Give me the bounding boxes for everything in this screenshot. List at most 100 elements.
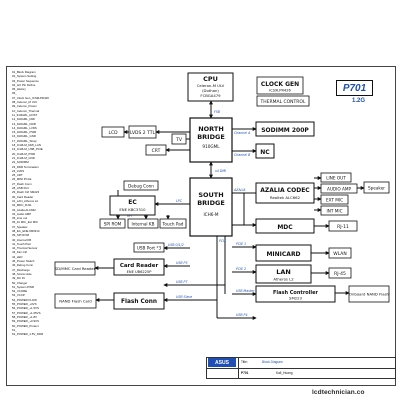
card-reader-block [113, 258, 165, 276]
lcd-label: LCD [108, 130, 118, 136]
bus-label-channel-b: Channel B [234, 153, 250, 157]
onboard-nand-label: Onboard NAND Flash [349, 292, 390, 297]
lcd-block [101, 126, 125, 138]
toc-entry: 53_VCCP [12, 293, 25, 298]
touch-pad-label: Touch Pad [162, 222, 184, 227]
touch-pad-block [159, 218, 187, 229]
toc-entry: 37_Speaker [12, 224, 28, 229]
toc-entry: 25_CRT [12, 173, 23, 178]
toc-entry: 35_Line out [12, 216, 28, 221]
toc-entry: 46_Debug Conn [12, 263, 34, 268]
cpu-sub3: FCBGA479 [200, 93, 221, 98]
toc-entry: 01_Block Diagram [12, 70, 36, 74]
ext-mic-label: EXT MIC [326, 198, 343, 203]
version-label: 1.2G [352, 98, 366, 104]
bus-label-fsb: FSB [214, 110, 220, 114]
toc-entry: 43_Fan Ctrl [12, 250, 28, 255]
flash-conn-label: Flash Conn [121, 299, 157, 305]
north-bridge-block [189, 117, 233, 163]
audio-amp-label: AUDIO AMP [327, 187, 351, 192]
bus-label-dmi: x4 DMI [214, 169, 226, 173]
toc-entry: 54_POWER FLOW [12, 297, 37, 302]
toc-entry: 30_Card Reader [12, 194, 34, 199]
thermal-control-title: THERMAL CONTROL [260, 99, 306, 105]
watermark: lcdtechnician.co [312, 389, 365, 396]
engineer-name: Kall_Huang [276, 371, 293, 375]
debug-conn-label: Debug Conn [128, 184, 154, 189]
sodimm-block [255, 121, 315, 137]
toc-entry: 07_Clock Gen_ICS9LPR426 [12, 95, 49, 100]
minicard-label: MINICARD [266, 251, 300, 258]
lan-sub: Atheros L2 [273, 277, 294, 282]
line-out-label: LINE OUT [326, 176, 346, 181]
toc-entry: 55_POWER_+3VS [12, 302, 37, 307]
south-bridge-title2: BRIDGE [197, 199, 225, 207]
speaker-label: Speaker [368, 186, 385, 191]
flash-controller-title: Flash Controller [273, 290, 319, 296]
toc-entry: 41_Touch Pad [12, 241, 31, 246]
toc-entry: 48_Screw Hole [12, 271, 32, 276]
toc-entry: 31_LAN_Atheros L2 [12, 198, 39, 203]
rj11-block [328, 220, 358, 232]
bus-label-usb7: USB P7 [176, 280, 188, 284]
south-bridge-sub: ICH6-M [203, 212, 218, 217]
toc-entry: 59_POWER_+0.9VS [12, 319, 39, 324]
toc-entry: 51_System PWR [12, 284, 35, 289]
toc-entry: 44_LED [12, 254, 23, 259]
toc-entry: 21_ICH6-M_GND [12, 155, 35, 160]
toc-entry: 42_Thermal Sensor [12, 246, 38, 251]
toc-entry: 20_ICH6-M_PWR [12, 151, 36, 156]
lvds-block [128, 125, 157, 139]
bus-label-lpc: LPC [176, 199, 183, 203]
azalia-codec-block [255, 182, 315, 204]
audio-amp-block [320, 183, 358, 194]
title-block-divider [206, 368, 396, 369]
toc-entry: 40_Internal KB [12, 237, 32, 242]
toc-entry: 04_GC Pin Define [12, 82, 36, 87]
rj45-block [328, 267, 352, 279]
toc-entry: 13_910GML_DDR [12, 121, 36, 126]
toc-entry: 08_Celeron_M ULV [12, 100, 38, 105]
clock-gen-block [256, 76, 304, 95]
rj11-label: RJ-11 [337, 224, 349, 230]
spi-rom-block [99, 218, 126, 229]
toc-entry: 02_System Setting [12, 74, 37, 79]
usb-port-block [133, 242, 165, 253]
nand-card-label: NAND Flash Card [59, 299, 92, 304]
south-bridge-title1: SOUTH [198, 191, 223, 199]
ec-block [109, 195, 156, 216]
crt-label: CRT [152, 148, 161, 154]
card-reader-sub: ENE UB6225P [127, 270, 153, 274]
toc-entry: 09_Celeron_Power [12, 104, 37, 109]
north-bridge-sub: 910GML [202, 144, 220, 149]
bus-label-usb-master: USB Master [236, 289, 255, 293]
bus-label-usb012: USB 0/1/2 [168, 243, 184, 247]
toc-entry: 50_Charger [12, 280, 28, 285]
speaker-block [363, 181, 390, 194]
lan-title: LAN [276, 268, 291, 276]
toc-entry: 32_MDC_RJ11 [12, 203, 32, 208]
toc-entry: 19_ICH6-M_USB_PCIE [12, 147, 43, 152]
bus-label-usb-slave: USB Slave [176, 295, 192, 299]
card-reader-title: Card Reader [120, 263, 159, 269]
nand-card-block [54, 293, 97, 309]
crt-block [145, 144, 167, 156]
north-bridge-title1: NORTH [198, 125, 224, 133]
toc-entry: 23_DDR Termination [12, 164, 39, 169]
toc-entry: 28_USB Port [12, 186, 29, 191]
toc-entry: 24_LVDS [12, 168, 25, 173]
thermal-control-block [256, 95, 310, 107]
flash-conn-block [113, 292, 165, 310]
azalia-sub: Realtek ALC662 [270, 195, 301, 200]
mdc-label: MDC [277, 224, 293, 231]
toc-entry: 22_SODIMM [12, 160, 29, 165]
drawing-frame [6, 66, 396, 386]
toc-entry: 58_POWER_+1.8V [12, 314, 37, 319]
toc-entry: 60_POWER_Protect [12, 323, 39, 328]
lvds-label: LVDS 2 TTL [130, 130, 156, 136]
toc-entry: 36_Int MIC_Ext MIC [12, 220, 39, 225]
asus-logo: ASUS [208, 358, 236, 367]
usb-port-label: USB Port *3 [137, 246, 162, 251]
toc-entry: 15_910GML_PWR [12, 130, 37, 135]
